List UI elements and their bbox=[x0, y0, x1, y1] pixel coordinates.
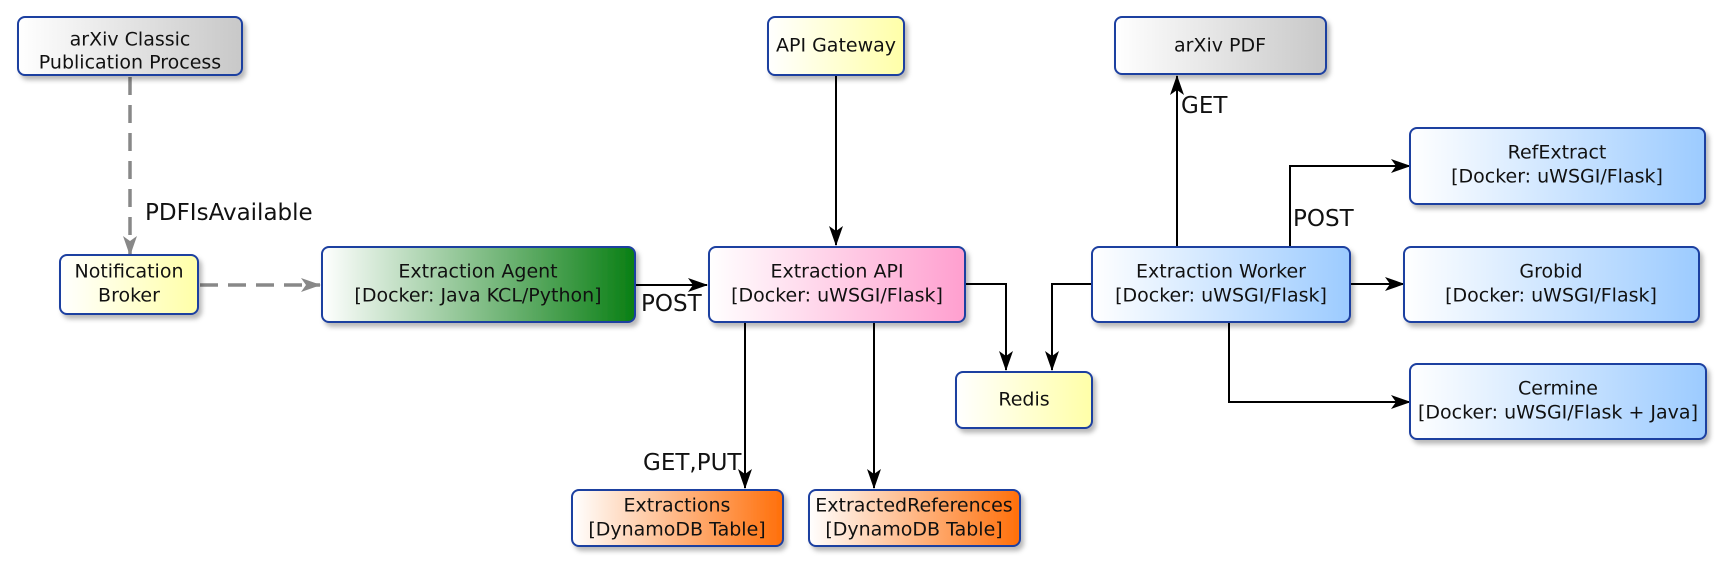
node-redis-line1: Redis bbox=[998, 389, 1049, 411]
node-arxiv-classic-line2: Publication Process bbox=[39, 52, 221, 74]
node-arxiv-pdf-line1: arXiv PDF bbox=[1174, 35, 1266, 57]
node-notification-broker: Notification Broker bbox=[59, 254, 199, 315]
node-refextract-line2: [Docker: uWSGI/Flask] bbox=[1451, 166, 1663, 188]
node-api-gateway: API Gateway bbox=[767, 16, 905, 76]
node-extraction-worker-line1: Extraction Worker bbox=[1136, 261, 1306, 283]
node-grobid-line2: [Docker: uWSGI/Flask] bbox=[1445, 285, 1657, 307]
node-grobid-line1: Grobid bbox=[1519, 261, 1582, 283]
node-cermine-line2: [Docker: uWSGI/Flask + Java] bbox=[1418, 402, 1698, 424]
node-extraction-worker-line2: [Docker: uWSGI/Flask] bbox=[1115, 285, 1327, 307]
node-arxiv-pdf: arXiv PDF bbox=[1114, 16, 1327, 75]
node-extractions-line2: [DynamoDB Table] bbox=[588, 519, 765, 541]
node-refextract: RefExtract [Docker: uWSGI/Flask] bbox=[1409, 127, 1706, 205]
node-extraction-agent: Extraction Agent [Docker: Java KCL/Pytho… bbox=[321, 246, 636, 323]
node-extracted-references-line2: [DynamoDB Table] bbox=[825, 519, 1002, 541]
node-extracted-references-line1: ExtractedReferences bbox=[815, 495, 1012, 517]
node-cermine-line1: Cermine bbox=[1518, 378, 1598, 400]
label-worker-get: GET bbox=[1181, 93, 1228, 119]
edge-labels: PDFIsAvailable POST GET POST GET,PUT bbox=[145, 93, 1355, 476]
label-worker-post: POST bbox=[1293, 206, 1355, 232]
node-notification-broker-line1: Notification bbox=[74, 261, 183, 283]
label-api-get-put: GET,PUT bbox=[643, 450, 742, 476]
node-extraction-worker: Extraction Worker [Docker: uWSGI/Flask] bbox=[1091, 246, 1351, 323]
edges bbox=[123, 75, 1411, 489]
node-arxiv-classic: arXiv Classic Publication Process bbox=[17, 16, 243, 76]
node-extractions-line1: Extractions bbox=[624, 495, 731, 517]
node-redis: Redis bbox=[955, 371, 1093, 429]
node-extraction-api-line2: [Docker: uWSGI/Flask] bbox=[731, 285, 943, 307]
node-api-gateway-line1: API Gateway bbox=[776, 35, 896, 57]
node-arxiv-classic-line1: arXiv Classic bbox=[70, 29, 191, 51]
node-notification-broker-line2: Broker bbox=[98, 285, 160, 307]
node-extraction-agent-line2: [Docker: Java KCL/Python] bbox=[354, 285, 601, 307]
node-extraction-agent-line1: Extraction Agent bbox=[398, 261, 557, 283]
node-refextract-line1: RefExtract bbox=[1508, 142, 1607, 164]
node-extraction-api: Extraction API [Docker: uWSGI/Flask] bbox=[708, 246, 966, 323]
label-pdf-is-available: PDFIsAvailable bbox=[145, 200, 313, 226]
edge-worker-to-redis bbox=[1045, 283, 1092, 371]
node-extracted-references: ExtractedReferences [DynamoDB Table] bbox=[808, 489, 1021, 547]
edge-api-to-redis bbox=[965, 283, 1013, 371]
edge-worker-to-refextract bbox=[1289, 159, 1411, 247]
edge-worker-to-cermine bbox=[1228, 322, 1411, 409]
label-agent-post: POST bbox=[641, 291, 703, 317]
node-extraction-api-line1: Extraction API bbox=[770, 261, 903, 283]
node-cermine: Cermine [Docker: uWSGI/Flask + Java] bbox=[1409, 363, 1707, 440]
node-grobid: Grobid [Docker: uWSGI/Flask] bbox=[1403, 246, 1700, 323]
node-extractions: Extractions [DynamoDB Table] bbox=[571, 489, 784, 547]
